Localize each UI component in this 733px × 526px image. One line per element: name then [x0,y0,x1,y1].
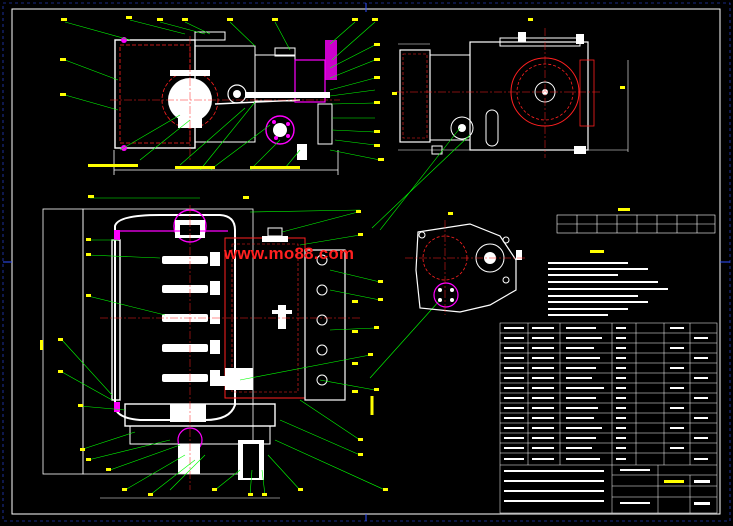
parts-list-table [499,322,718,514]
main-leader-lines [61,127,471,496]
end-view [405,212,525,315]
spec-table [556,208,716,234]
main-part-numbers [40,210,388,496]
top-left-part-numbers [60,16,384,199]
technical-notes [548,250,668,316]
watermark-text: www.mo88.com [224,244,355,263]
main-section-view [42,205,374,499]
parts-list-text [504,327,710,505]
top-right-side-view [392,18,629,158]
main-gear-stack [162,252,220,384]
top-left-section-view [110,31,340,175]
top-left-leader-lines [64,19,381,199]
